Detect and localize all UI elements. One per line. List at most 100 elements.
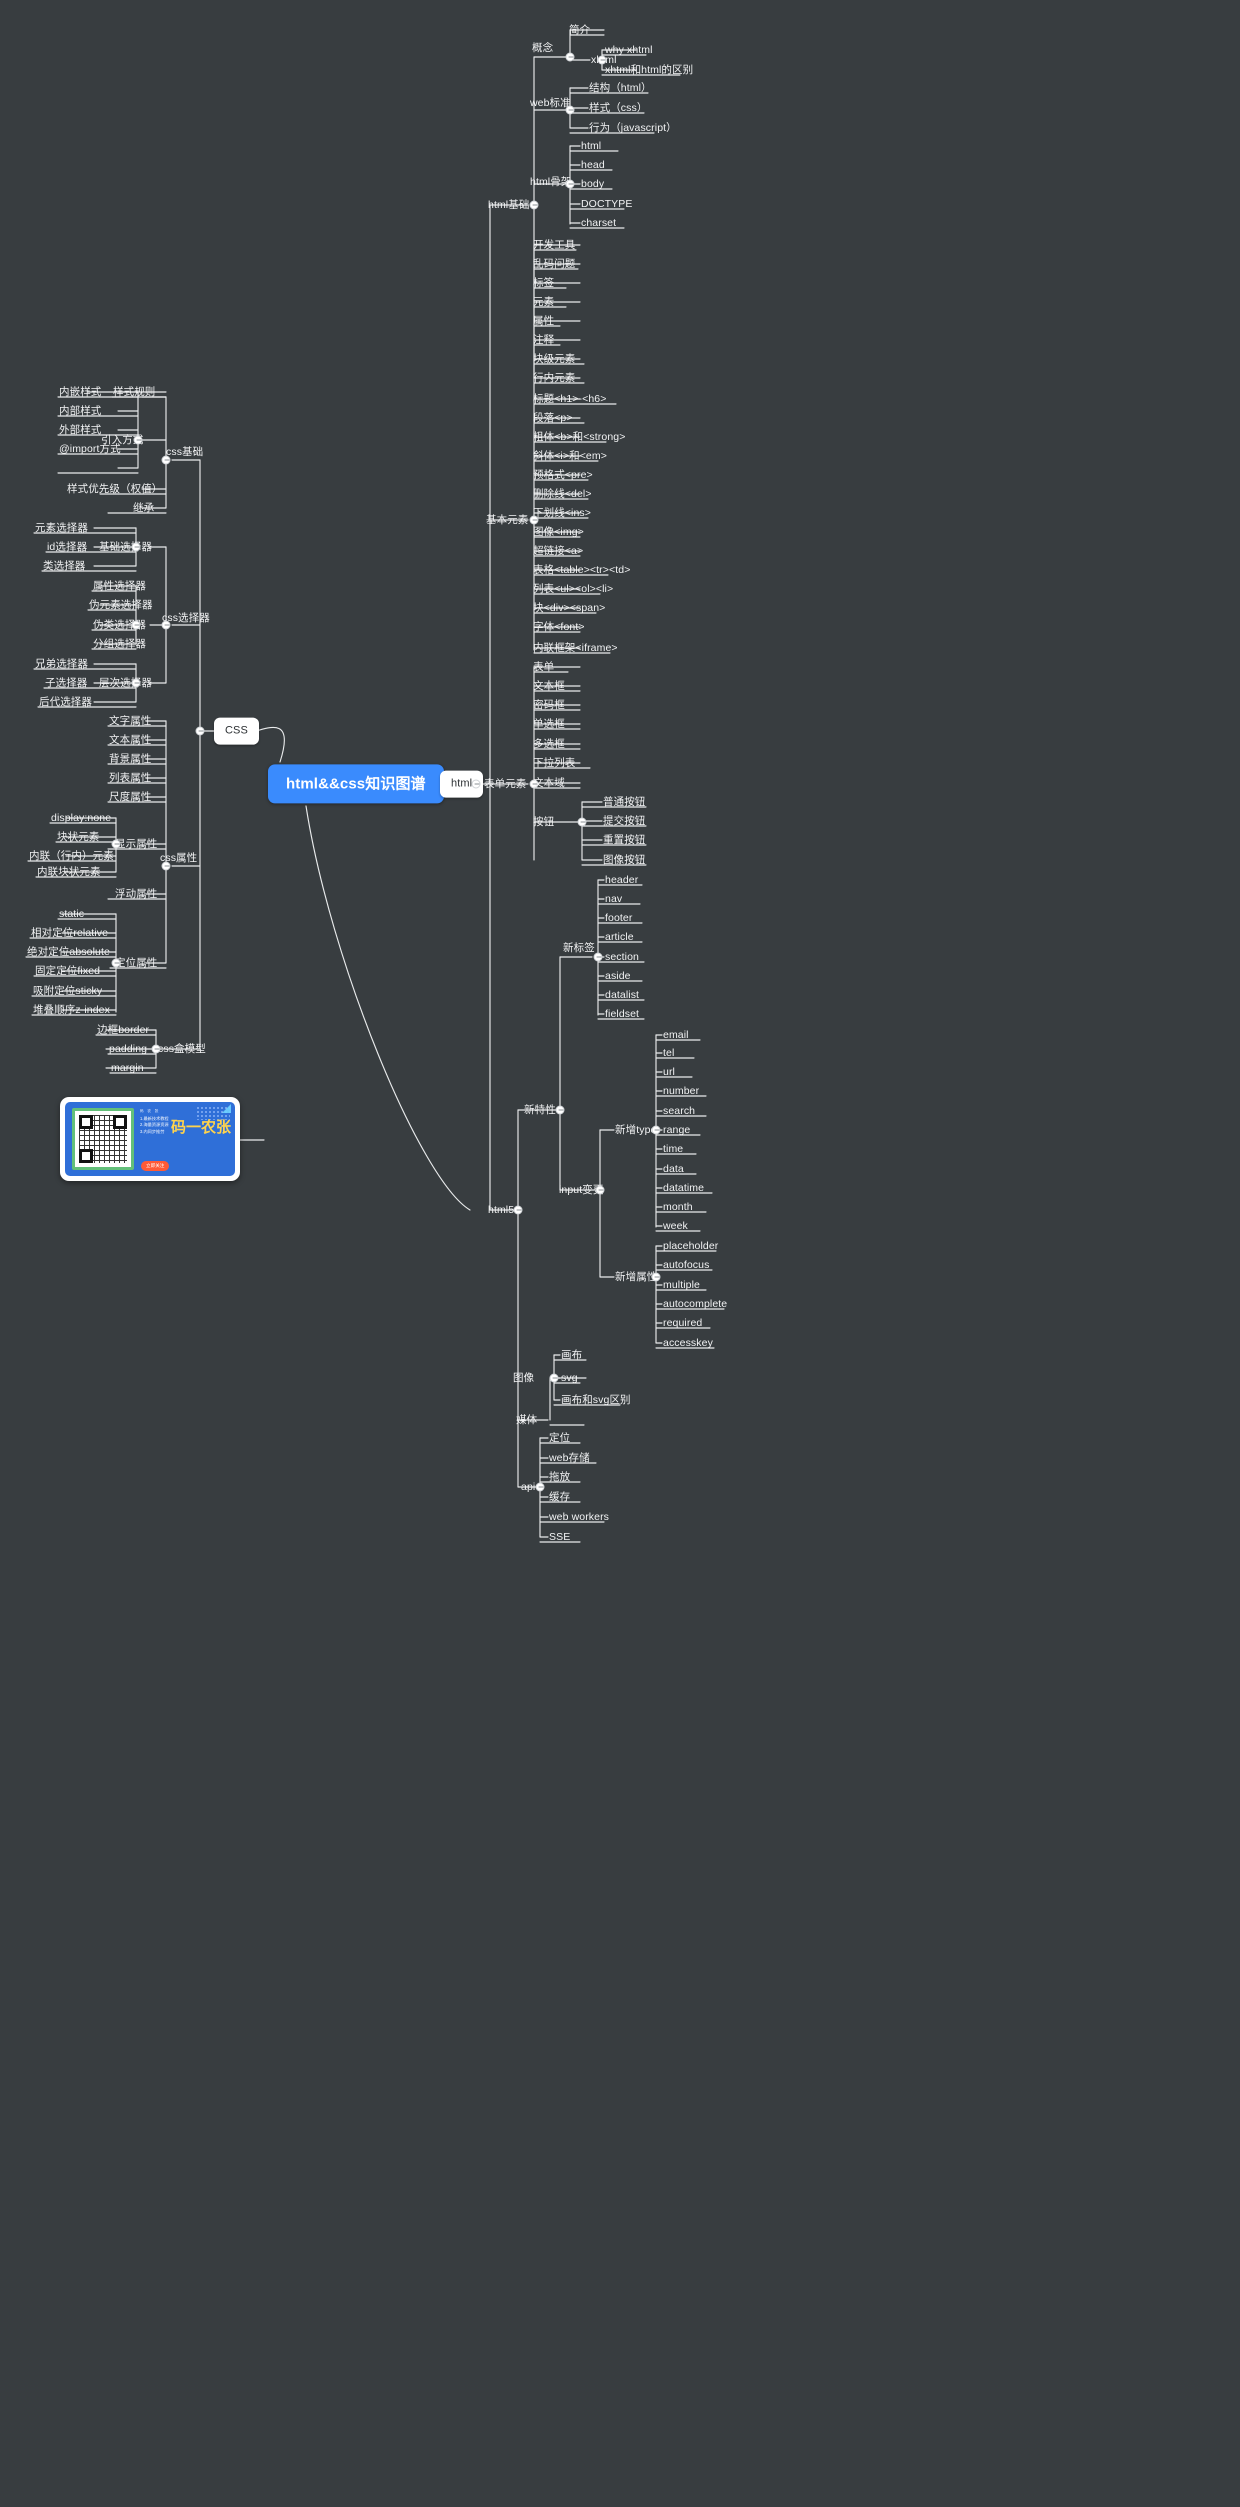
branch-gainian[interactable]: 概念 [532,41,554,54]
leaf-wenbenyu[interactable]: 文本域 [533,776,565,789]
leaf-static[interactable]: static [59,907,85,920]
leaf-del[interactable]: 删除线<del> [533,487,592,500]
leaf-liebiao-shuxing[interactable]: 列表属性 [109,771,152,784]
leaf-relative[interactable]: 相对定位relative [31,926,109,939]
branch-yinru-fangshi[interactable]: 引入方式 [101,433,144,446]
branch-biaodan-yuansu[interactable]: 表单元素 [484,777,527,790]
branch-css-hemoxing[interactable]: css盒模型 [158,1042,206,1055]
branch-jiben-yuansu[interactable]: 基本元素 [486,513,529,526]
junction-weilei-xuanzeqi[interactable] [131,620,141,630]
leaf-shuxing[interactable]: 属性 [533,314,555,327]
leaf-z-index[interactable]: 堆叠顺序z-index [33,1003,110,1016]
leaf-type-search[interactable]: search [663,1104,696,1117]
leaf-api-tuofang[interactable]: 拖放 [549,1470,571,1483]
junction-xhtml[interactable] [597,55,607,65]
leaf-iframe[interactable]: 内联框架<iframe> [533,641,618,654]
leaf-fenzu-xuanzeqi[interactable]: 分组选择器 [93,637,146,650]
leaf-kaifa-gongju[interactable]: 开发工具 [533,238,576,251]
junction-gainian[interactable] [565,52,575,62]
leaf-type-range[interactable]: range [663,1123,691,1136]
leaf-zi-xuanzeqi[interactable]: 子选择器 [45,676,88,689]
leaf-type-time[interactable]: time [663,1142,684,1155]
leaf-type-email[interactable]: email [663,1028,689,1041]
junction-api[interactable] [535,1482,545,1492]
leaf-danxuankuang[interactable]: 单选框 [533,717,565,730]
leaf-wenben-shuxing[interactable]: 文本属性 [109,733,152,746]
leaf-font[interactable]: 字体<font> [533,620,585,633]
junction-input-biangeng[interactable] [595,1185,605,1195]
leaf-chongzhi-anniu[interactable]: 重置按钮 [603,833,646,846]
leaf-a[interactable]: 超链接<a> [533,544,584,557]
junction-xintexing[interactable] [555,1105,565,1115]
leaf-beijing-shuxing[interactable]: 背景属性 [109,752,152,765]
leaf-wenzi-shuxing[interactable]: 文字属性 [109,714,152,727]
leaf-putong-anniu[interactable]: 普通按钮 [603,795,646,808]
leaf-datalist[interactable]: datalist [605,988,640,1001]
junction-cengci-xuanzeqi[interactable] [131,678,141,688]
branch-xinzeng-shuxing[interactable]: 新增属性 [615,1270,658,1283]
leaf-sticky[interactable]: 吸附定位sticky [33,984,103,997]
junction-jichu-xuanzeqi[interactable] [131,542,141,552]
junction-css-hemoxing[interactable] [151,1044,161,1054]
junction-css-shuxing[interactable] [161,861,171,871]
junction-html-gujia[interactable] [565,179,575,189]
junction-html5[interactable] [513,1205,523,1215]
leaf-biaoqian[interactable]: 标签 [533,276,555,289]
leaf-attr-placeholder[interactable]: placeholder [663,1239,719,1252]
leaf-huabu-svg-qubie[interactable]: 画布和svg区别 [561,1393,631,1406]
junction-css[interactable] [195,726,205,736]
leaf-i-em[interactable]: 斜体<i>和<em> [533,449,607,462]
leaf-skel-head[interactable]: head [581,158,605,171]
leaf-mimakuang[interactable]: 密码框 [533,698,565,711]
leaf-type-url[interactable]: url [663,1065,675,1078]
leaf-api-huancun[interactable]: 缓存 [549,1490,571,1503]
leaf-fieldset[interactable]: fieldset [605,1007,640,1020]
leaf-zhushi[interactable]: 注释 [533,333,555,346]
leaf-xhtml-vs-html[interactable]: xhtml和html的区别 [605,63,694,76]
junction-css-xuanzeqi[interactable] [161,620,171,630]
leaf-jianjie[interactable]: 简介 [569,23,591,36]
leaf-lei-xuanzeqi[interactable]: 类选择器 [43,559,86,572]
promo-card[interactable]: 码 农 张 1.最新技术教程 2.海量资源资源 3.内同步推劳 码一农张 立即关… [60,1097,240,1181]
leaf-type-data[interactable]: data [663,1162,684,1175]
branch-xinbiaoqian[interactable]: 新标签 [563,941,595,954]
leaf-chidu-shuxing[interactable]: 尺度属性 [109,790,152,803]
leaf-huabu[interactable]: 画布 [561,1348,583,1361]
leaf-houdai-xuanzeqi[interactable]: 后代选择器 [39,695,92,708]
branch-xintexing[interactable]: 新特性 [524,1103,556,1116]
branch-css-jichu[interactable]: css基础 [166,445,204,458]
branch-dingwei-shuxing[interactable]: 定位属性 [115,956,158,969]
leaf-table[interactable]: 表格<table><tr><td> [533,563,631,576]
junction-css-jichu[interactable] [161,455,171,465]
leaf-xialaliebiao[interactable]: 下拉列表 [533,756,576,769]
branch-cengci-xuanzeqi[interactable]: 层次选择器 [99,676,152,689]
leaf-skel-charset[interactable]: charset [581,216,617,229]
leaf-kuaizhuang-yuansu[interactable]: 块状元素 [57,830,100,843]
leaf-header[interactable]: header [605,873,639,886]
leaf-attr-accesskey[interactable]: accesskey [663,1336,713,1349]
leaf-neilian-kuaizhuang-yuansu[interactable]: 内联块状元素 [37,865,101,878]
junction-jiben-yuansu[interactable] [529,515,539,525]
junction-biaodan-yuansu[interactable] [529,779,539,789]
leaf-footer[interactable]: footer [605,911,633,924]
junction-web-biaozhun[interactable] [565,105,575,115]
branch-anniu[interactable]: 按钮 [533,815,555,828]
junction-html-jichu[interactable] [529,200,539,210]
leaf-display-none[interactable]: display:none [51,811,112,824]
branch-css-xuanzeqi[interactable]: css选择器 [162,611,210,624]
leaf-attr-autofocus[interactable]: autofocus [663,1258,710,1271]
leaf-yangshi-guize[interactable]: 样式规则 [113,385,156,398]
leaf-article[interactable]: article [605,930,634,943]
leaf-absolute[interactable]: 绝对定位absolute [27,945,110,958]
leaf-type-month[interactable]: month [663,1200,693,1213]
leaf-xiongdi-xuanzeqi[interactable]: 兄弟选择器 [35,657,88,670]
leaf-api-dingwei[interactable]: 定位 [549,1431,571,1444]
junction-html[interactable] [471,779,481,789]
branch-api[interactable]: api [521,1480,536,1493]
leaf-border[interactable]: 边框border [97,1023,150,1036]
leaf-p[interactable]: 段落<p> [533,411,573,424]
branch-xianshi-shuxing[interactable]: 显示属性 [115,837,158,850]
leaf-yuansu-xuanzeqi[interactable]: 元素选择器 [35,521,88,534]
junction-xinbiaoqian[interactable] [593,952,603,962]
leaf-api-sse[interactable]: SSE [549,1530,571,1543]
